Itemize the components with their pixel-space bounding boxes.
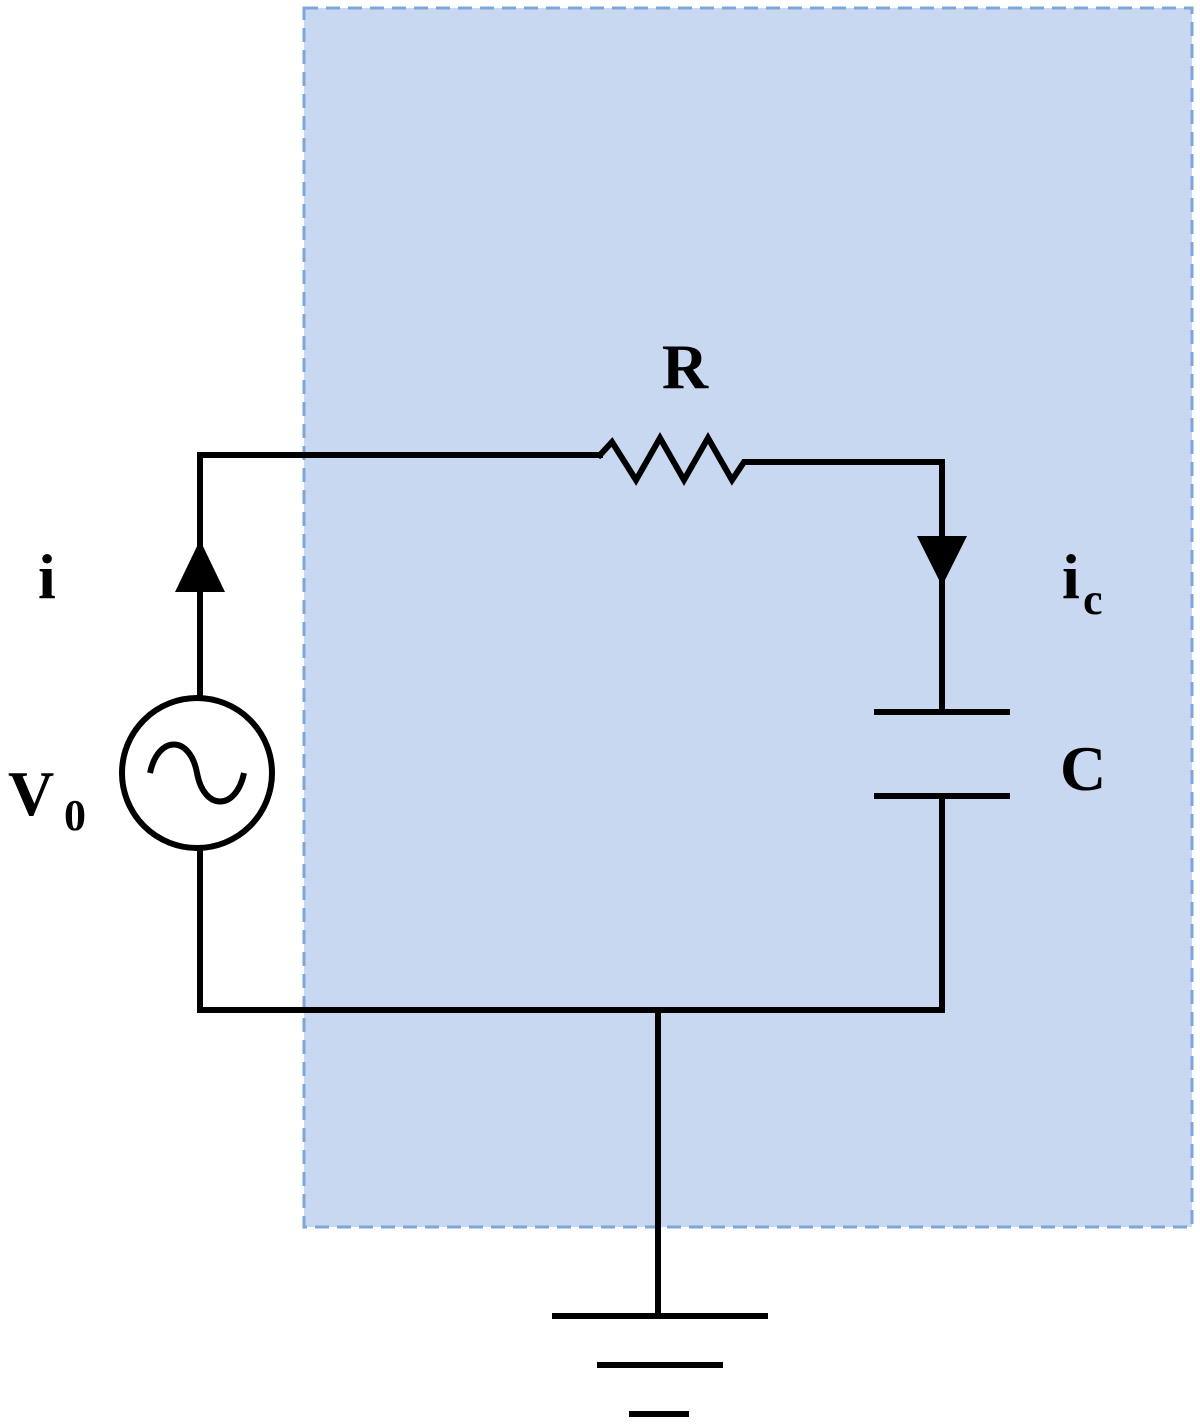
capacitor-label: C — [1060, 733, 1106, 804]
capacitor-current-main: i — [1062, 541, 1080, 612]
capacitor-current-label: i c — [1062, 541, 1103, 624]
capacitor-current-subscript: c — [1083, 575, 1103, 624]
ground-icon — [552, 1313, 768, 1417]
wire-right-top — [753, 459, 945, 715]
current-arrow-up-icon — [175, 540, 225, 592]
resistor-label: R — [662, 331, 709, 402]
current-label: i — [38, 541, 56, 612]
current-arrow-down-icon — [917, 536, 967, 586]
wire-bottom — [197, 793, 945, 1013]
ac-source-icon — [119, 695, 275, 851]
wire-left-top — [197, 452, 603, 700]
source-voltage-label: V 0 — [8, 758, 86, 840]
source-voltage-main: V — [8, 758, 54, 829]
resistor-icon — [595, 431, 759, 487]
shaded-region — [302, 6, 1194, 1229]
source-voltage-subscript: 0 — [64, 791, 86, 840]
